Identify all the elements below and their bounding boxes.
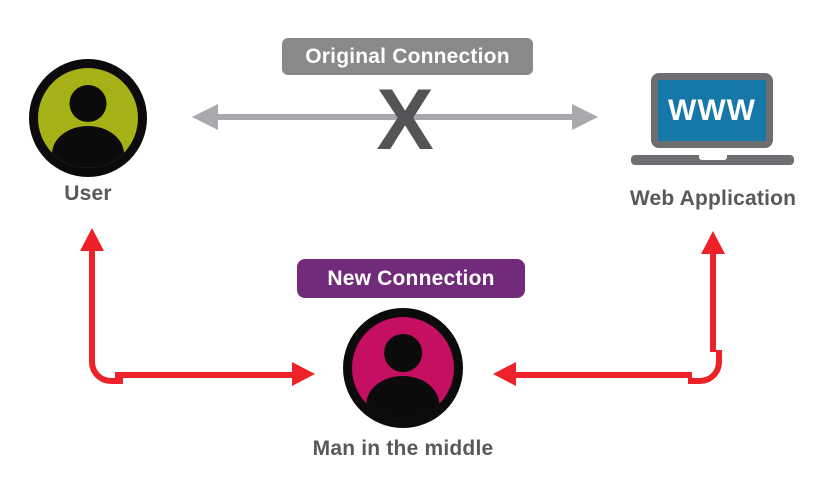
red-arrowhead-up-right-icon [701, 231, 725, 254]
red-arrow-right-horizontal [516, 372, 692, 378]
gray-arrowhead-right-icon [572, 104, 598, 130]
gray-arrowhead-left-icon [192, 104, 218, 130]
mitm-label: Man in the middle [312, 437, 494, 460]
red-arrow-left-vertical [89, 250, 95, 352]
mitm-avatar-icon [343, 308, 463, 428]
red-arrow-right-curve [688, 350, 722, 384]
red-arrowhead-right-icon [292, 362, 315, 386]
laptop-screen-text: WWW [668, 93, 756, 127]
blocked-connection-x-icon: X [376, 72, 434, 168]
laptop-base [631, 155, 794, 165]
red-arrow-right-vertical [710, 253, 716, 352]
red-arrow-left-horizontal [115, 372, 293, 378]
original-connection-line [216, 114, 574, 120]
red-arrowhead-left-icon [493, 362, 516, 386]
user-label: User [64, 182, 112, 205]
original-connection-badge: Original Connection [282, 38, 533, 75]
laptop-notch [698, 155, 727, 160]
web-application-label: Web Application [629, 187, 797, 210]
laptop-screen: WWW [651, 73, 773, 148]
person-icon [352, 317, 454, 419]
laptop-icon: WWW [631, 73, 794, 168]
red-arrow-left-curve [89, 350, 123, 384]
person-icon [38, 68, 138, 168]
user-avatar-icon [29, 59, 147, 177]
red-arrowhead-up-left-icon [80, 228, 104, 251]
new-connection-badge: New Connection [297, 259, 525, 298]
